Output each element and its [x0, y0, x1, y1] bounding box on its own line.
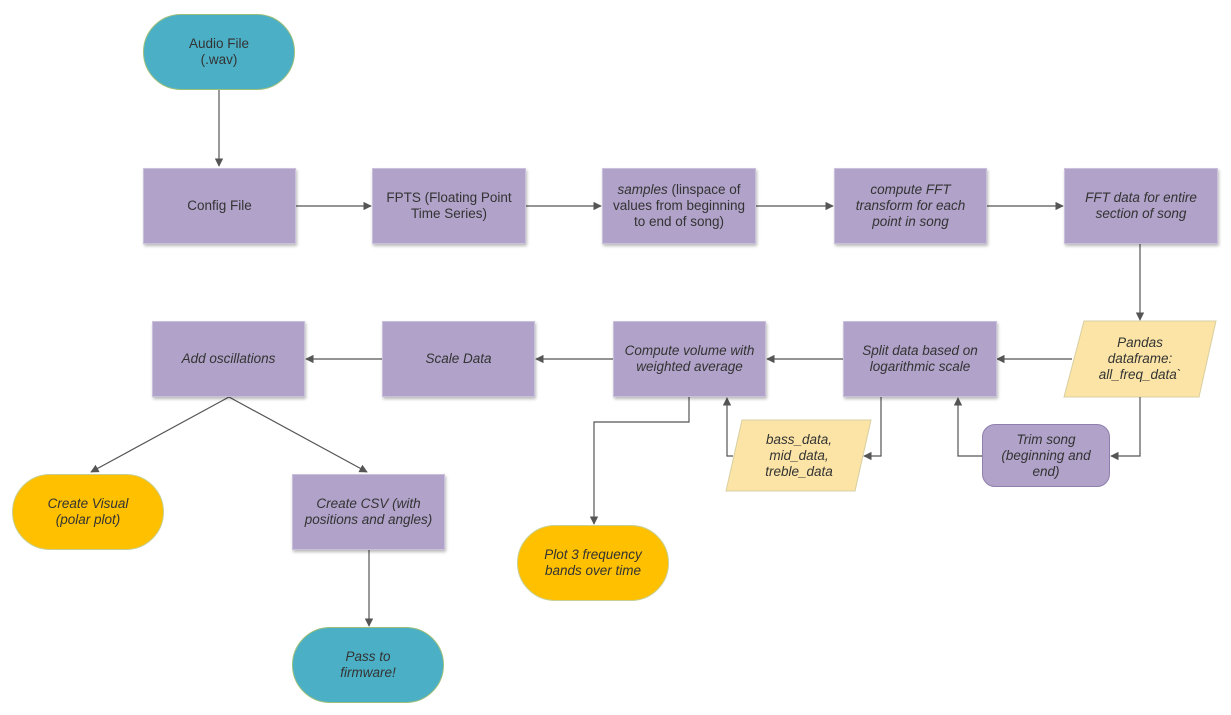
create-csv-label: Create CSV (with positions and angles) — [304, 496, 433, 527]
pass-firmware-terminal: Pass to firmware! — [292, 627, 444, 703]
band-data-label: bass_data, mid_data, treble_data — [765, 431, 833, 479]
edge-oscillations-to-visual — [90, 396, 230, 473]
plot-bands-terminal: Plot 3 frequency bands over time — [517, 525, 669, 601]
edge-split-to-banddata — [863, 397, 882, 461]
config-file-box: Config File — [143, 168, 296, 244]
trim-song-label: Trim song (beginning and end) — [1001, 431, 1091, 479]
fft-data-box: FFT data for entire section of song — [1064, 168, 1218, 244]
plot-bands-label: Plot 3 frequency bands over time — [544, 547, 642, 578]
scale-data-box: Scale Data — [382, 321, 535, 397]
scale-data-label: Scale Data — [425, 351, 492, 366]
config-file-label: Config File — [187, 198, 252, 213]
fft-data-label: FFT data for entire section of song — [1085, 190, 1197, 221]
split-data-box: Split data based on logarithmic scale — [843, 321, 997, 397]
samples-description: (linspace of values from beginning to en… — [612, 182, 746, 229]
add-oscillations-box: Add oscillations — [152, 321, 305, 397]
samples-emphasis: samples — [617, 182, 668, 197]
edge-banddata-to-volume — [722, 397, 733, 457]
band-data-shape — [725, 419, 872, 492]
compute-volume-label: Compute volume with weighted average — [624, 343, 755, 374]
samples-label: samples (linspace of values from beginni… — [609, 182, 749, 230]
band-data-data: bass_data, mid_data, treble_data — [734, 420, 864, 491]
trim-song-box: Trim song (beginning and end) — [982, 424, 1110, 487]
pandas-dataframe-data: Pandas dataframe: all_freq_data` — [1070, 321, 1210, 397]
fpts-label: FPTS (Floating Point Time Series) — [386, 190, 512, 221]
pass-firmware-label: Pass to firmware! — [340, 649, 396, 680]
add-oscillations-label: Add oscillations — [181, 351, 276, 366]
compute-fft-label: compute FFT transform for each point in … — [855, 182, 966, 229]
compute-fft-box: compute FFT transform for each point in … — [834, 168, 987, 244]
pandas-dataframe-shape — [1063, 320, 1217, 398]
fpts-box: FPTS (Floating Point Time Series) — [372, 168, 526, 244]
edge-pandas-to-trim — [1110, 397, 1141, 461]
split-data-label: Split data based on logarithmic scale — [862, 343, 978, 374]
pandas-dataframe-label: Pandas dataframe: all_freq_data` — [1098, 335, 1182, 382]
audio-file-label: Audio File (.wav) — [188, 36, 250, 67]
edge-trim-to-split — [953, 397, 982, 457]
edge-oscillations-to-csv — [228, 396, 368, 473]
create-visual-terminal: Create Visual (polar plot) — [12, 474, 164, 550]
audio-file-terminal: Audio File (.wav) — [143, 14, 295, 90]
create-csv-box: Create CSV (with positions and angles) — [292, 474, 445, 550]
compute-volume-box: Compute volume with weighted average — [613, 321, 766, 397]
samples-box: samples (linspace of values from beginni… — [602, 168, 756, 244]
edge-volume-to-plot — [589, 397, 690, 525]
create-visual-label: Create Visual (polar plot) — [47, 496, 129, 527]
